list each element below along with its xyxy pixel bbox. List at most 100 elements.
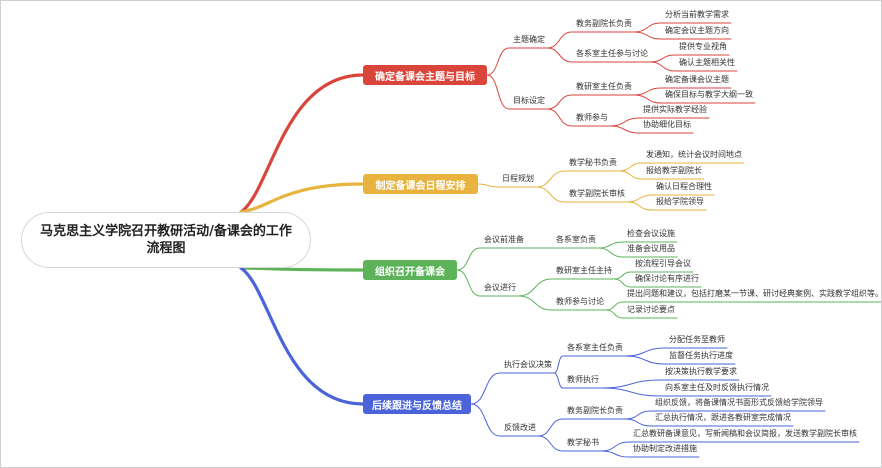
leaf-label: 提出问题和建议，包括打磨某一节课、研讨经典案例、实践教学组织等。 [627, 289, 882, 298]
connector-line [600, 441, 630, 452]
connector-line [613, 278, 632, 288]
detail-label: 各系室负责 [556, 235, 596, 244]
subtopic-label: 执行会议决策 [504, 360, 552, 369]
leaf-label: 准备会议用品 [627, 244, 675, 253]
leaf-label: 发通知，统计会议时间地点 [646, 150, 742, 159]
leaf-label: 协助制定改进措施 [633, 444, 697, 453]
subtopic-label: 反馈改进 [504, 423, 536, 432]
connector-line [609, 117, 640, 127]
subtopic-label: 目标设定 [513, 96, 545, 105]
leaf-label: 提供实际教学经验 [643, 105, 707, 114]
connector-line [470, 403, 501, 437]
connector-line [613, 271, 632, 280]
main-topic: 后续跟进与反馈总结 [363, 394, 471, 414]
connector-line [517, 278, 553, 297]
connector-line [546, 47, 573, 63]
detail-label: 各系室主任参与讨论 [576, 49, 648, 58]
leaf-label: 提供专业视角 [679, 42, 727, 51]
subtopic-label: 主题确定 [513, 35, 545, 44]
connector-line [633, 87, 662, 96]
connector-line [626, 194, 653, 203]
connector-line [517, 295, 553, 311]
leaf-label: 确定会议主题方向 [665, 26, 729, 35]
subtopic-label: 日程规划 [502, 174, 534, 183]
root-title: 马克思主义学院召开教研活动/备课会的工作流程图 [21, 212, 311, 268]
detail-label: 教学副院长审核 [569, 189, 625, 198]
leaf-label: 确认主题相关性 [679, 58, 735, 67]
leaf-label: 按流程引导会议 [635, 259, 691, 268]
leaf-label: 分析当前教学需求 [665, 10, 729, 19]
connector-line [537, 418, 564, 437]
connector-line [600, 379, 662, 389]
detail-label: 教师执行 [567, 375, 599, 384]
connector-line [535, 170, 566, 188]
connector-line [239, 266, 365, 406]
subtopic-label: 会议前准备 [484, 235, 524, 244]
connector-line [535, 186, 566, 203]
leaf-label: 协助细化目标 [643, 120, 691, 129]
detail-label: 各系室主任负责 [567, 343, 623, 352]
detail-label: 教务副院长负责 [576, 19, 632, 28]
connector-line [477, 183, 499, 188]
leaf-label: 报给学院领导 [656, 197, 704, 206]
connector-line [626, 201, 653, 211]
connector-line [546, 31, 573, 49]
detail-label: 教师参与讨论 [556, 297, 604, 306]
connector-line [605, 301, 624, 311]
leaf-label: 记录讨论要点 [627, 305, 675, 314]
leaf-label: 确保目标与教学大纲一致 [665, 90, 753, 99]
leaf-label: 监督任务执行进度 [669, 351, 733, 360]
connector-line [486, 47, 510, 76]
detail-label: 教学秘书负责 [569, 158, 617, 167]
connector-line [553, 355, 564, 374]
leaf-label: 报给教学副院长 [646, 166, 702, 175]
connector-line [633, 22, 662, 33]
leaf-label: 汇总教研备课意见，写新闻稿和会议简报，发送教学副院长审核 [633, 429, 857, 438]
connector-line [609, 125, 640, 134]
connector-line [649, 54, 676, 63]
leaf-label: 汇总执行情况，跟进各教研室完成情况 [655, 413, 791, 422]
leaf-label: 确保讨论有序进行 [635, 274, 699, 283]
connector-line [624, 355, 666, 365]
leaf-label: 向系室主任及时反馈执行情况 [665, 383, 769, 392]
detail-label: 教务副院长负责 [567, 406, 623, 415]
subtopic-label: 会议进行 [484, 283, 516, 292]
detail-label: 教师参与 [576, 113, 608, 122]
connector-line [618, 162, 643, 172]
main-topic: 组织召开备课会 [363, 260, 457, 280]
connector-line [649, 61, 676, 72]
connector-line [633, 31, 662, 40]
main-topic: 制定备课会日程安排 [363, 174, 478, 194]
connector-line [239, 73, 365, 214]
connector-line [239, 182, 365, 214]
connector-line [553, 372, 564, 389]
connector-line [537, 435, 564, 452]
detail-label: 教研室主任负责 [576, 82, 632, 91]
leaf-label: 组织反馈，将备课情况书面形式反馈给学院领导 [655, 398, 823, 407]
connector-line [624, 347, 666, 357]
connector-line [624, 418, 652, 427]
connector-line [600, 387, 662, 397]
connector-line [486, 74, 510, 110]
leaf-label: 确定备课会议主题 [665, 75, 729, 84]
connector-line [239, 266, 365, 272]
connector-line [546, 108, 573, 127]
connector-line [597, 247, 624, 258]
connector-line [597, 241, 624, 249]
leaf-label: 分配任务至教师 [669, 335, 725, 344]
connector-line [605, 309, 624, 319]
connector-line [456, 269, 481, 297]
connector-line [546, 94, 573, 110]
leaf-label: 检查会议设施 [627, 229, 675, 238]
connector-line [600, 450, 630, 458]
detail-label: 教学秘书 [567, 438, 599, 447]
connector-line [456, 247, 481, 271]
leaf-label: 按决策执行教学要求 [665, 367, 737, 376]
connector-line [618, 170, 643, 180]
detail-label: 教研室主任主持 [556, 266, 612, 275]
connector-line [633, 94, 662, 104]
connector-line [470, 372, 501, 405]
connector-line [624, 410, 652, 420]
